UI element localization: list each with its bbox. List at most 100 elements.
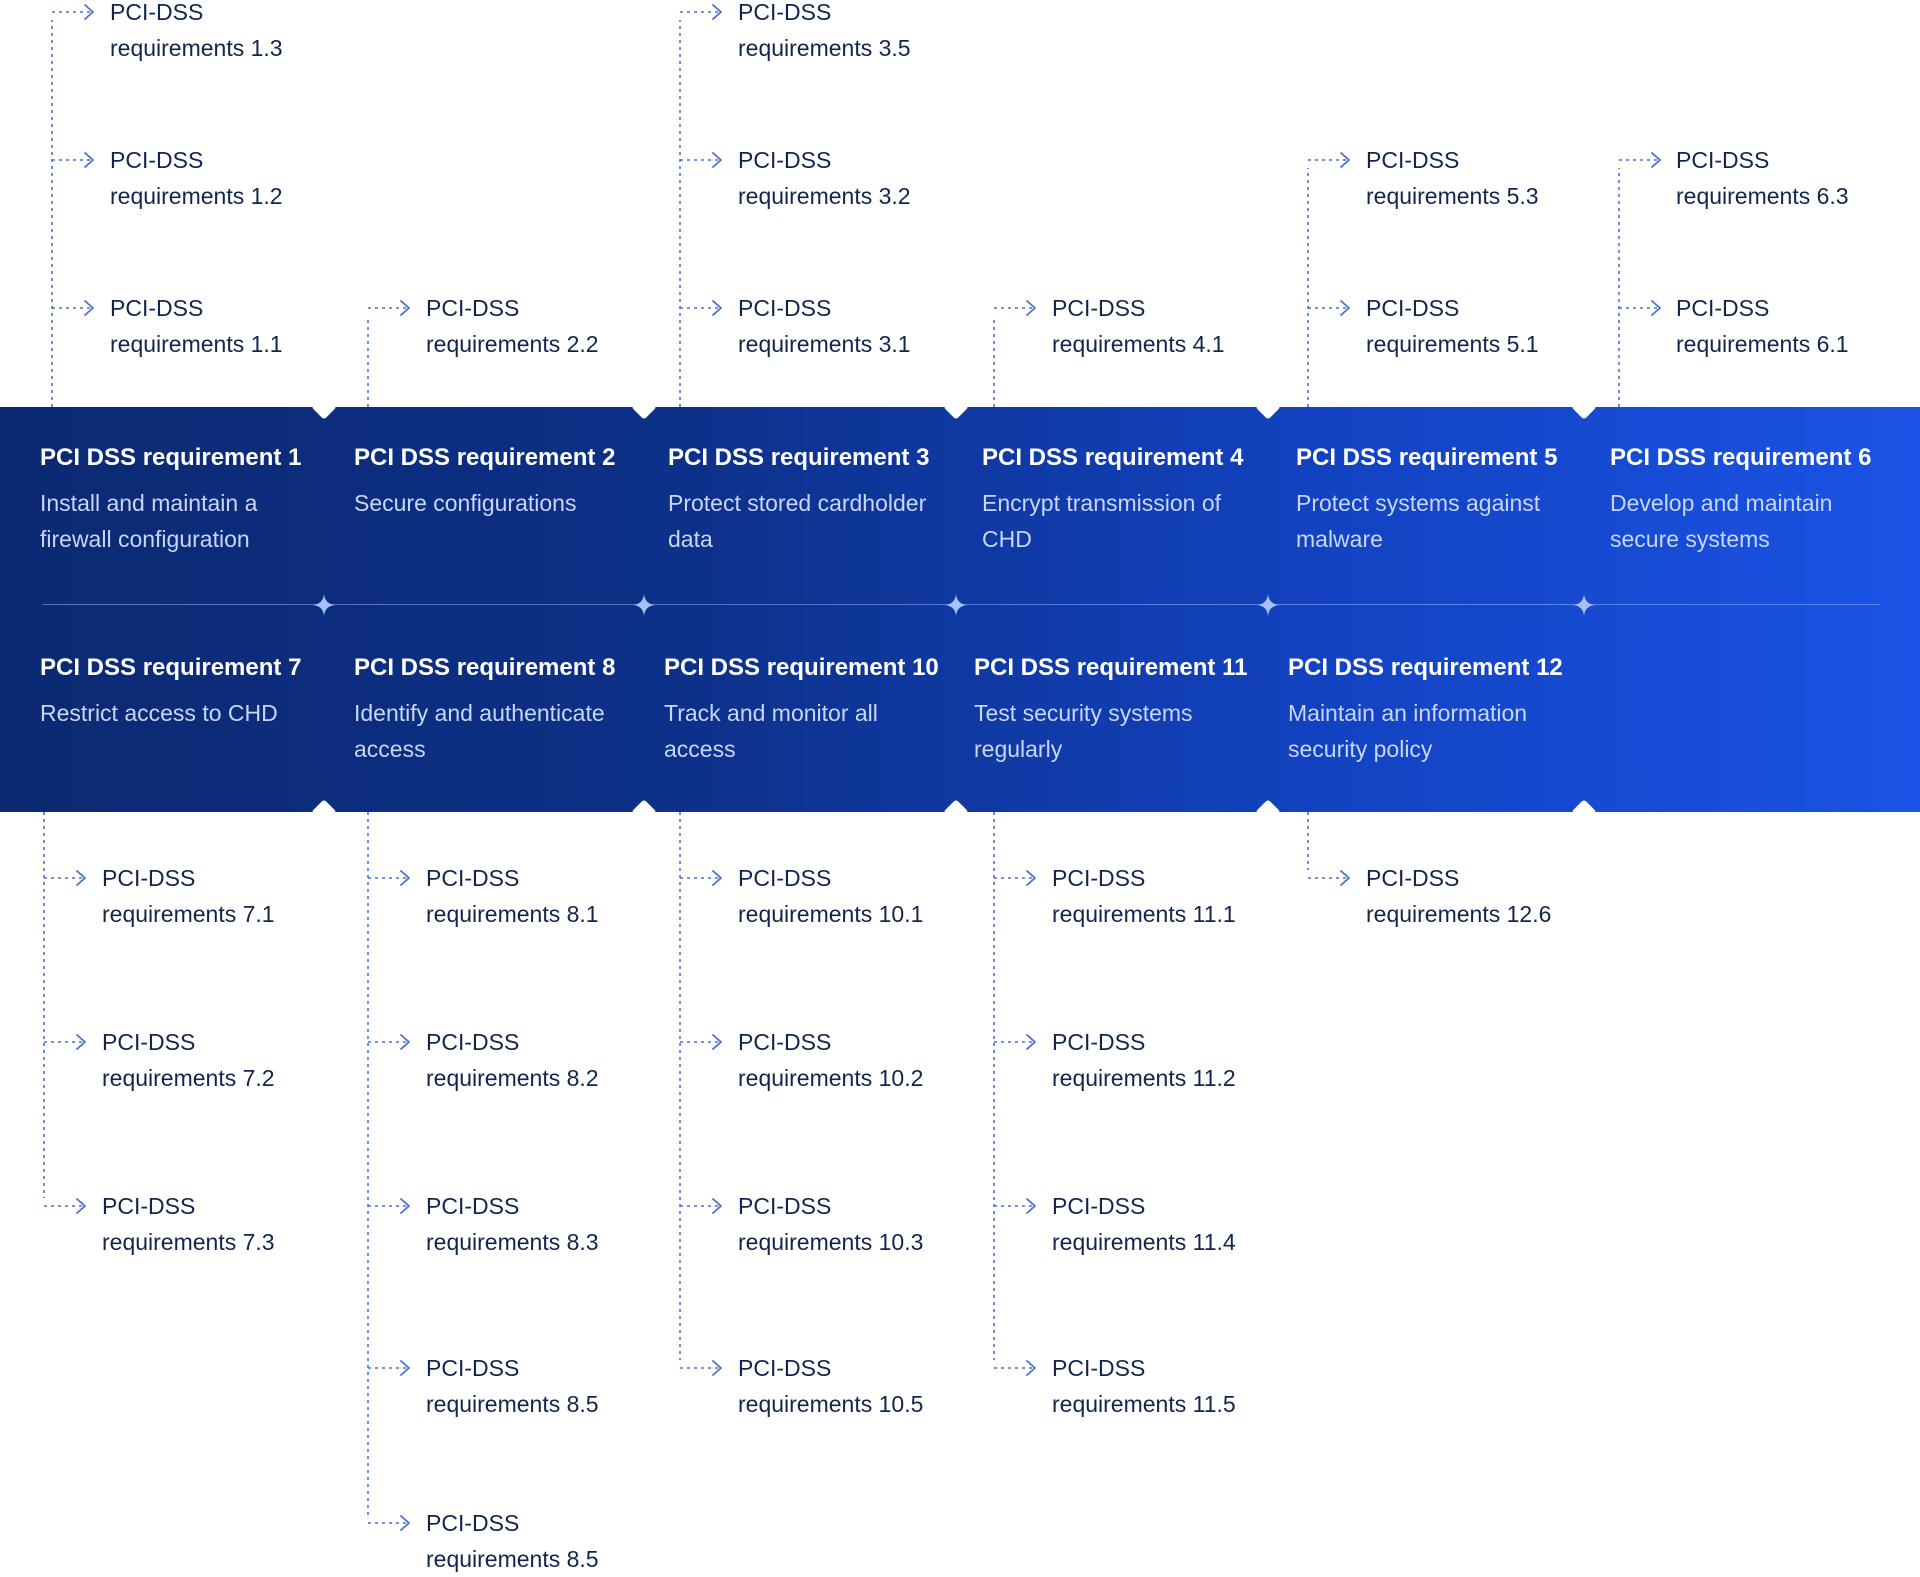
subrequirement-item: PCI-DSS requirements 10.1: [738, 860, 923, 932]
arrow-head-icon: [1026, 870, 1036, 886]
subrequirement-text: requirements 1.1: [110, 331, 283, 357]
subrequirement-text: requirements 3.5: [738, 35, 911, 61]
subrequirement-label: PCI-DSS: [738, 1355, 832, 1381]
subrequirement-item: PCI-DSS requirements 7.3: [102, 1188, 275, 1260]
arrow-head-icon: [1651, 300, 1661, 316]
arrow-head-icon: [400, 300, 410, 316]
requirement-description: Test security systems regularly: [974, 700, 1193, 762]
arrow-head-icon: [712, 870, 722, 886]
subrequirement-item: PCI-DSS requirements 7.2: [102, 1024, 275, 1096]
subrequirement-text: requirements 3.2: [738, 183, 911, 209]
subrequirement-text: requirements 8.3: [426, 1229, 599, 1255]
subrequirement-label: PCI-DSS: [110, 295, 204, 321]
sparkle-icon: [1573, 594, 1595, 616]
subrequirement-label: PCI-DSS: [426, 865, 520, 891]
subrequirement-label: PCI-DSS: [1366, 865, 1460, 891]
subrequirement-label: PCI-DSS: [102, 865, 196, 891]
arrow-head-icon: [1026, 1198, 1036, 1214]
subrequirement-text: requirements 5.1: [1366, 331, 1539, 357]
subrequirement-text: requirements 7.3: [102, 1229, 275, 1255]
subrequirement-label: PCI-DSS: [426, 1193, 520, 1219]
subrequirement-label: PCI-DSS: [1052, 865, 1146, 891]
subrequirement-label: PCI-DSS: [738, 1029, 832, 1055]
arrow-head-icon: [1340, 152, 1350, 168]
subrequirement-text: requirements 7.1: [102, 901, 275, 927]
arrow-head-icon: [1340, 870, 1350, 886]
subrequirement-item: PCI-DSS requirements 6.3: [1676, 142, 1849, 214]
subrequirement-item: PCI-DSS requirements 7.1: [102, 860, 275, 932]
arrow-head-icon: [84, 300, 94, 316]
subrequirement-text: requirements 6.3: [1676, 183, 1849, 209]
requirement-title: PCI DSS requirement 12: [1288, 654, 1563, 681]
subrequirement-label: PCI-DSS: [738, 1193, 832, 1219]
subrequirement-label: PCI-DSS: [110, 147, 204, 173]
subrequirement-label: PCI-DSS: [1052, 1193, 1146, 1219]
subrequirement-text: requirements 11.2: [1052, 1065, 1236, 1091]
requirement-description: Maintain an information security policy: [1288, 700, 1528, 762]
arrow-head-icon: [1651, 152, 1661, 168]
subrequirement-label: PCI-DSS: [102, 1193, 196, 1219]
sparkle-icon: [633, 594, 655, 616]
arrow-head-icon: [712, 4, 722, 20]
subrequirement-label: PCI-DSS: [738, 865, 832, 891]
subrequirement-item: PCI-DSS requirements 10.5: [738, 1350, 923, 1422]
subrequirement-label: PCI-DSS: [1676, 295, 1770, 321]
arrow-head-icon: [1026, 1034, 1036, 1050]
subrequirement-text: requirements 10.3: [738, 1229, 924, 1255]
sparkle-icon: [313, 594, 335, 616]
subrequirement-label: PCI-DSS: [1676, 147, 1770, 173]
subrequirement-text: requirements 7.2: [102, 1065, 275, 1091]
requirement-card-1: PCI DSS requirement 1 Install and maintai…: [40, 443, 340, 557]
arrow-head-icon: [76, 1034, 86, 1050]
subrequirement-text: requirements 10.1: [738, 901, 924, 927]
requirement-description: Identify and authenticate access: [354, 700, 605, 762]
subrequirement-label: PCI-DSS: [102, 1029, 196, 1055]
subrequirement-text: requirements 4.1: [1052, 331, 1225, 357]
subrequirement-item: PCI-DSS requirements 1.1: [110, 290, 283, 362]
subrequirement-label: PCI-DSS: [1052, 295, 1146, 321]
arrow-head-icon: [712, 300, 722, 316]
requirement-title: PCI DSS requirement 7: [40, 654, 302, 681]
sparkle-icon: [945, 594, 967, 616]
requirement-title: PCI DSS requirement 1: [40, 444, 302, 471]
arrow-head-icon: [1340, 300, 1350, 316]
subrequirement-text: requirements 10.5: [738, 1391, 924, 1417]
subrequirement-label: PCI-DSS: [738, 295, 832, 321]
arrow-head-icon: [400, 1515, 410, 1531]
requirement-description: Protect stored cardholder data: [668, 490, 927, 552]
subrequirement-item: PCI-DSS requirements 10.3: [738, 1188, 923, 1260]
arrow-head-icon: [712, 1198, 722, 1214]
subrequirement-item: PCI-DSS requirements 1.2: [110, 142, 283, 214]
arrow-head-icon: [76, 870, 86, 886]
arrow-head-icon: [400, 870, 410, 886]
subrequirement-text: requirements 1.2: [110, 183, 283, 209]
subrequirement-label: PCI-DSS: [426, 1510, 520, 1536]
arrow-head-icon: [400, 1198, 410, 1214]
requirement-title: PCI DSS requirement 5: [1296, 444, 1558, 471]
requirement-description: Protect systems against malware: [1296, 490, 1541, 552]
arrow-head-icon: [712, 152, 722, 168]
sparkle-icon: [1257, 594, 1279, 616]
requirement-description: Install and maintain a firewall configur…: [40, 490, 258, 552]
